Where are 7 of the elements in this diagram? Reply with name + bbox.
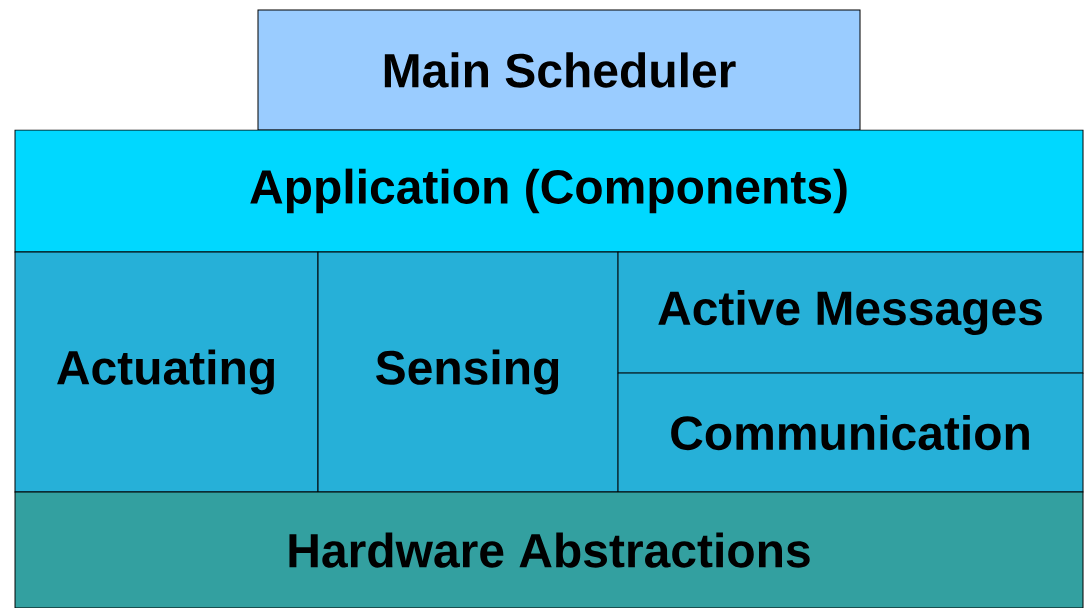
- component-box: Communication: [617, 372, 1084, 493]
- layer-box: Hardware Abstractions: [14, 491, 1084, 608]
- scheduler-box: Main Scheduler: [257, 9, 861, 131]
- component-box: Actuating: [14, 251, 319, 493]
- component-box: Active Messages: [617, 251, 1084, 374]
- component-box: Sensing: [317, 251, 619, 493]
- layer-box: Application (Components): [14, 129, 1084, 253]
